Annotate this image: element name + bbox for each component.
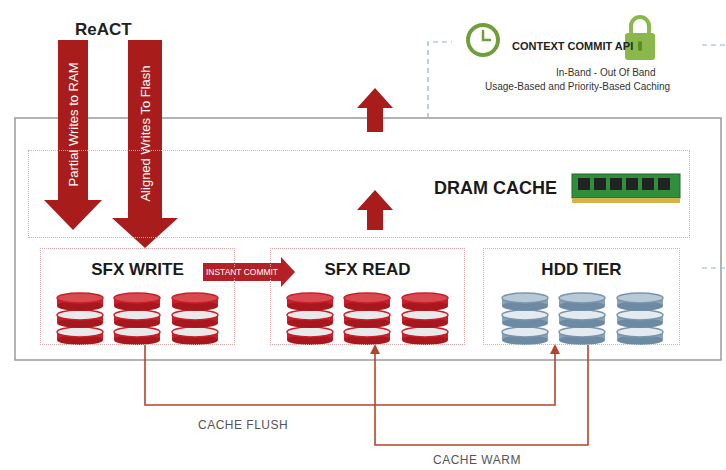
tier-box: SFX READ: [270, 248, 465, 345]
edge-label: CACHE FLUSH: [198, 418, 288, 432]
tier-title: HDD TIER: [541, 260, 621, 280]
dram-module: [572, 174, 680, 203]
api-note: In-Band - Out Of Band: [556, 67, 656, 78]
cache-line: [375, 345, 588, 445]
arrow-body: [44, 40, 102, 230]
tier-box: SFX WRITE: [40, 248, 235, 345]
arrow-shape: Aligned Writes To Flash: [112, 40, 178, 248]
dashed-link: [702, 44, 726, 45]
up-arrow: [357, 88, 393, 132]
cache-line: [145, 345, 555, 405]
tier-box: DRAM CACHE: [28, 150, 690, 238]
edge-label: INSTANT COMMIT: [205, 267, 279, 277]
arrow-text: Partial Writes to RAM: [67, 62, 80, 186]
tier-title: SFX WRITE: [91, 260, 184, 280]
flash-drives: [57, 293, 448, 345]
tier-title: SFX READ: [325, 260, 411, 280]
system-enclosure: [15, 118, 721, 360]
tier-box: HDD TIER: [483, 248, 680, 345]
title-label: ReACT: [75, 20, 132, 40]
lock-icon: [625, 17, 655, 60]
arrow-body: [112, 40, 178, 248]
arrow-text: Aligned Writes To Flash: [139, 65, 152, 201]
tier-title: DRAM CACHE: [434, 178, 557, 199]
commit-arrow: [203, 257, 295, 287]
dashed-link: [428, 42, 452, 118]
dashed-link: [702, 267, 726, 268]
api-label: CONTEXT COMMIT API: [512, 40, 633, 52]
api-note: Usage-Based and Priority-Based Caching: [485, 81, 670, 92]
hard-drives: [502, 293, 663, 345]
up-arrow: [357, 190, 393, 230]
edge-label: CACHE WARM: [433, 453, 521, 467]
arrow-shape: Partial Writes to RAM: [44, 40, 102, 230]
clock-icon: [466, 23, 500, 57]
